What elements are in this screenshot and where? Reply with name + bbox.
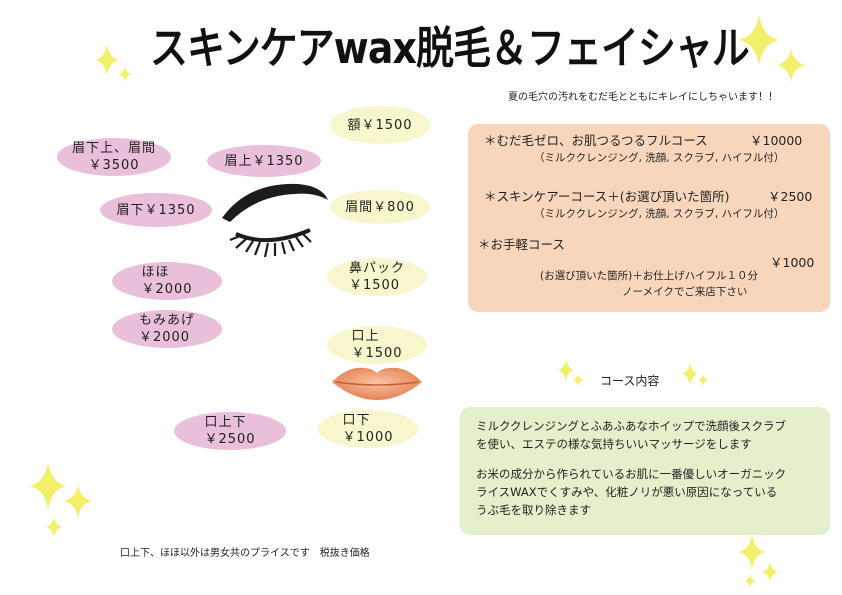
price-label: 眉間￥800 [345, 199, 415, 215]
sparkle-icon [739, 14, 805, 82]
price-bubble-kuchi-shita: 口下 ￥1000 [318, 410, 418, 448]
course-full-detail: （ミルククレンジング, 洗顔, スクラブ, ハイフル付） [534, 152, 785, 164]
sparkle-icon [30, 462, 92, 538]
price-label: 口上下 [204, 415, 247, 430]
price-bubble-kuchi-ue-shita: 口上下 ￥2500 [174, 412, 286, 450]
price-value: ￥2000 [138, 330, 191, 345]
sparkle-icon [738, 534, 778, 588]
price-bubble-mayu-shita: 眉下￥1350 [100, 193, 212, 227]
description-line: を使い、エステの様な気持ちいいマッサージをします [476, 437, 752, 451]
footnote: 口上下、ほほ以外は男女共のプライスです 税抜き価格 [120, 548, 370, 559]
price-label: 眉下上、眉間 [71, 141, 156, 156]
course-full-price: ￥10000 [750, 133, 803, 148]
course-skincare-detail: （ミルククレンジング, 洗顔, スクラブ, ハイフル付） [534, 208, 785, 220]
price-bubble-momiage: もみあげ ￥2000 [112, 310, 222, 348]
description-line: お米の成分から作られているお肌に一番優しいオーガニック [476, 467, 787, 481]
price-label: 額￥1500 [347, 117, 413, 133]
price-label: 口上 [351, 329, 380, 344]
price-bubble-hoho: ほほ ￥2000 [112, 262, 222, 300]
price-value: ￥1500 [351, 346, 403, 361]
price-bubble-mayukan: 眉間￥800 [330, 190, 430, 224]
lips-illustration [332, 367, 422, 400]
course-casual-detail-2: ノーメイクでご来店下さい [622, 286, 748, 298]
course-full-label: ＊むだ毛ゼロ、お肌つるつるフルコース [484, 133, 708, 148]
price-value: ￥3500 [88, 158, 140, 173]
course-panel: ＊むだ毛ゼロ、お肌つるつるフルコース ￥10000 （ミルククレンジング, 洗顔… [468, 124, 830, 312]
tagline: 夏の毛穴の汚れをむだ毛とともにキレイにしちゃいます！！ [508, 92, 778, 103]
course-casual-price: ￥1000 [770, 255, 815, 270]
description-line: ライスWAXでくすみや、化粧ノリが悪い原因になっている [476, 485, 778, 499]
price-bubble-hitai: 額￥1500 [330, 106, 430, 144]
price-label: もみあげ [138, 313, 195, 328]
price-bubble-kuchi-ue: 口上 ￥1500 [327, 326, 427, 364]
course-skincare-price: ￥2500 [768, 189, 813, 204]
price-value: ￥2000 [141, 282, 193, 297]
eye-illustration [222, 183, 328, 258]
description-line: うぶ毛を取り除きます [476, 503, 591, 517]
sparkle-icon [682, 362, 708, 386]
price-label: 眉下￥1350 [116, 202, 196, 218]
page-title: スキンケアwax脱毛＆フェイシャル [150, 23, 750, 74]
price-bubble-mayu-shita-ue-mayukan: 眉下上、眉間 ￥3500 [57, 138, 171, 176]
price-label: ほほ [141, 265, 170, 280]
price-value: ￥2500 [204, 432, 256, 447]
price-value: ￥1000 [342, 430, 394, 445]
sparkle-icon [558, 358, 584, 386]
price-value: ￥1500 [348, 278, 401, 293]
price-bubble-hana-pack: 鼻パック ￥1500 [327, 258, 427, 296]
course-casual-detail-1: (お選び頂いた箇所)＋お仕上げハイフル１０分 [540, 270, 758, 282]
description-line: ミルククレンジングとふあふあなホイップで洗顔後スクラブ [476, 419, 787, 433]
course-contents-title: コース内容 [600, 374, 660, 388]
price-bubble-mayu-ue: 眉上￥1350 [207, 145, 321, 177]
price-label: 眉上￥1350 [224, 153, 304, 169]
price-label: 鼻パック [348, 261, 405, 276]
course-skincare-label: ＊スキンケアーコース＋(お選び頂いた箇所) [484, 189, 730, 204]
course-casual-label: ＊お手軽コース [478, 237, 565, 252]
description-panel: ミルククレンジングとふあふあなホイップで洗顔後スクラブ を使い、エステの様な気持… [460, 407, 830, 535]
sparkle-icon [95, 44, 132, 82]
price-label: 口下 [342, 413, 371, 428]
